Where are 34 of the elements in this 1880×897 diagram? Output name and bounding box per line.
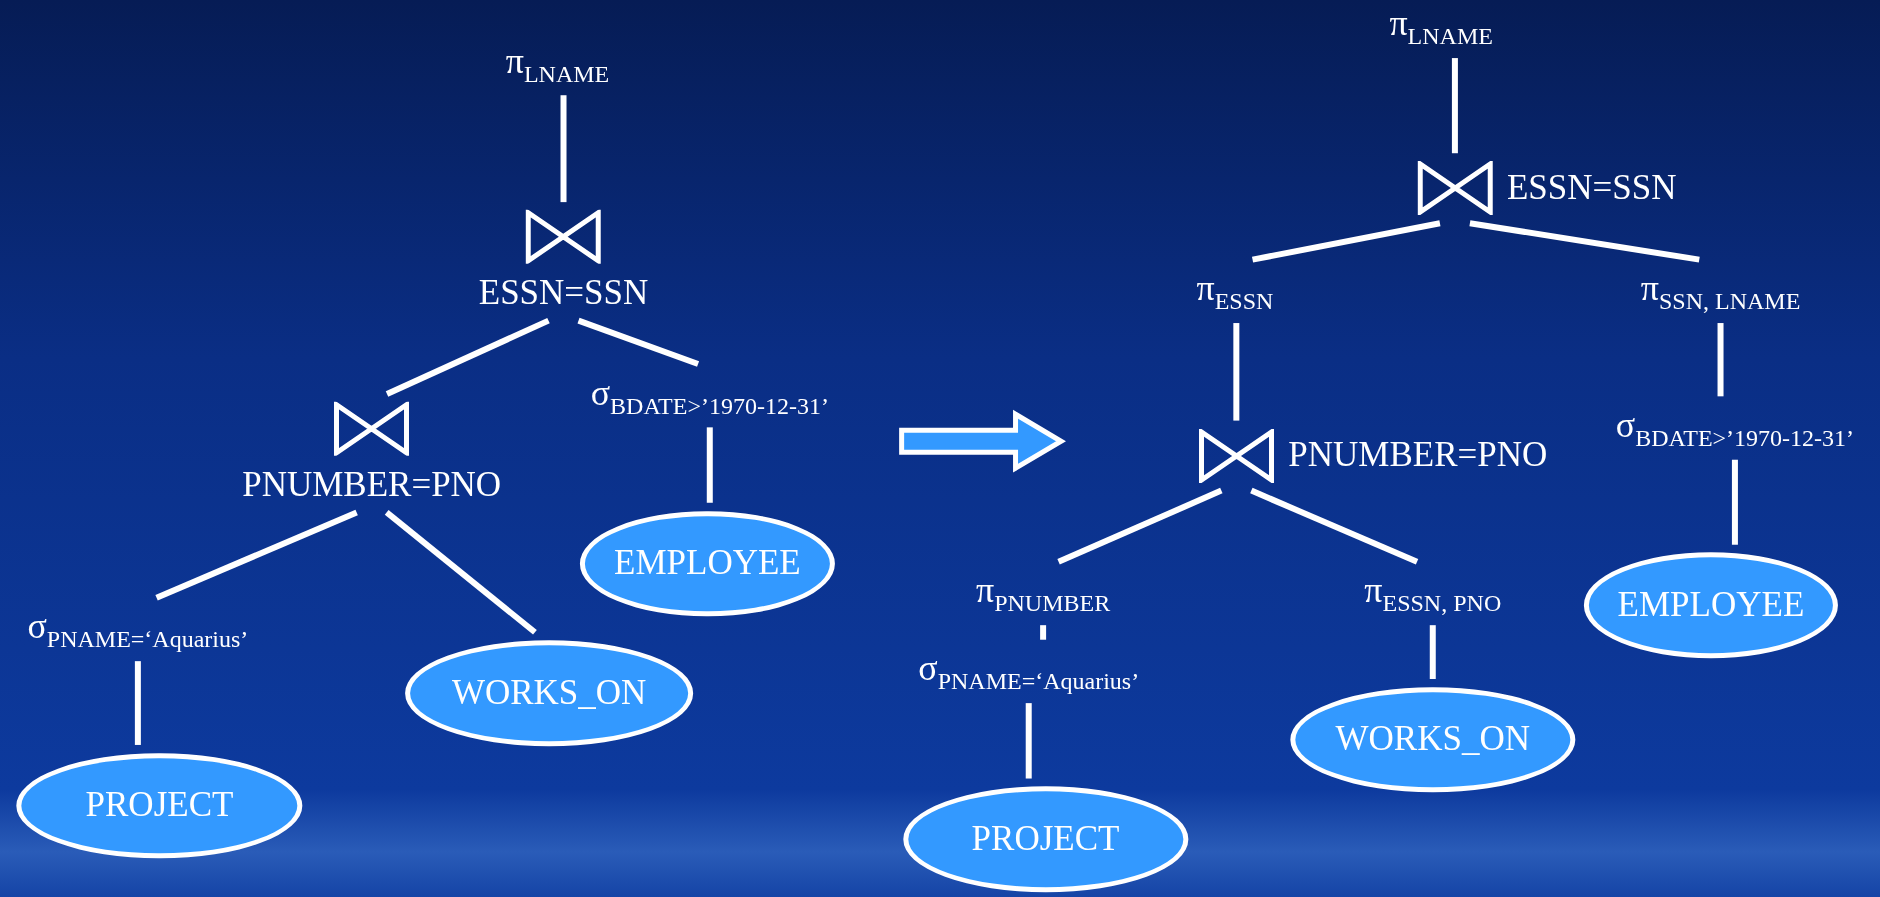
tree-edge <box>1469 220 1700 263</box>
tree-edge <box>577 317 700 367</box>
operator-label: σ$_{PNAME=‘Aquarius’}$ <box>918 647 1140 696</box>
operator-label: σ$_{BDATE>’1970-12-31’}$ <box>590 371 829 420</box>
operator-label: π$_{ESSN}$ <box>1196 267 1274 316</box>
tree-edge <box>1025 703 1032 779</box>
tree-edge <box>1717 323 1724 397</box>
relation-name: WORKS_ON <box>451 673 647 713</box>
join-condition: PNUMBER=PNO <box>242 465 502 505</box>
tree-edge <box>134 661 141 745</box>
tree-edge <box>384 510 537 635</box>
relation-name: PROJECT <box>971 820 1120 859</box>
join-condition: PNUMBER=PNO <box>1288 436 1548 475</box>
join-condition: ESSN=SSN <box>478 274 649 313</box>
operator-label: π$_{SSN, LNAME}$ <box>1640 267 1801 316</box>
operator-label: π$_{LNAME}$ <box>1389 2 1493 51</box>
operator-label: σ$_{BDATE>’1970-12-31’}$ <box>1615 404 1855 452</box>
tree-edge <box>1251 220 1441 263</box>
tree-edge <box>706 427 713 503</box>
join-condition: ESSN=SSN <box>1506 169 1677 208</box>
operator-label: π$_{PNUMBER}$ <box>976 569 1111 618</box>
tree-edge <box>155 509 358 601</box>
operator-label: σ$_{PNAME=‘Aquarius’}$ <box>27 605 249 654</box>
relation-name: EMPLOYEE <box>1617 586 1805 625</box>
operator-label: π$_{LNAME}$ <box>505 39 610 88</box>
relation-name: EMPLOYEE <box>614 544 801 583</box>
tree-edge <box>1731 459 1738 545</box>
tree-edge <box>1250 487 1419 565</box>
operator-label: π$_{ESSN, PNO}$ <box>1364 569 1502 618</box>
relation-name: WORKS_ON <box>1335 720 1530 759</box>
tree-edge <box>1057 487 1223 565</box>
tree-edge <box>1040 625 1047 640</box>
tree-edge <box>385 317 550 397</box>
relation-name: PROJECT <box>85 786 234 825</box>
